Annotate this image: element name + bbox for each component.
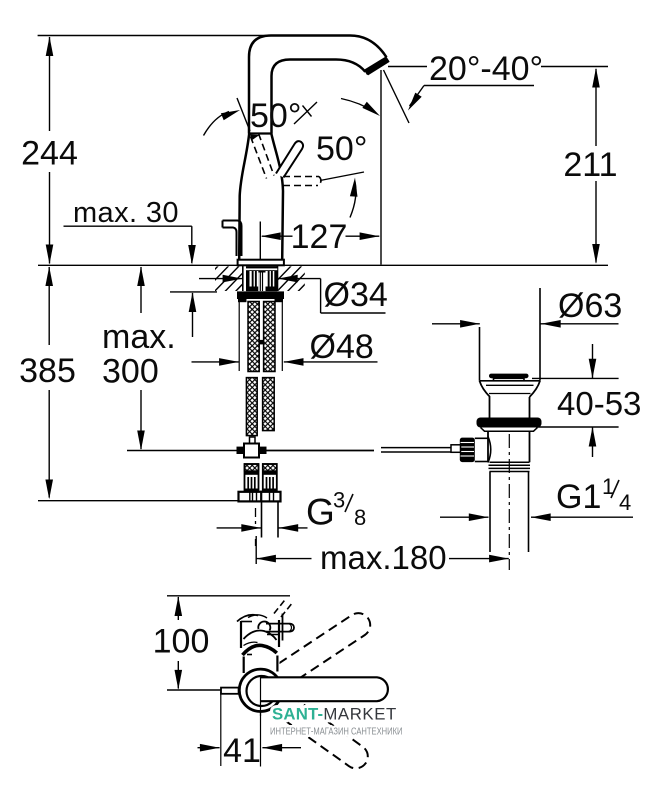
- svg-text:max. 30: max. 30: [73, 197, 179, 229]
- svg-text:4: 4: [619, 490, 631, 515]
- svg-text:8: 8: [354, 505, 366, 530]
- svg-text:50°: 50°: [316, 130, 367, 168]
- svg-text:211: 211: [563, 146, 617, 184]
- svg-text:max.: max.: [102, 318, 176, 356]
- svg-text:ИНТЕРНЕТ-МАГАЗИН САНТЕХНИКИ: ИНТЕРНЕТ-МАГАЗИН САНТЕХНИКИ: [270, 725, 402, 736]
- svg-text:G1: G1: [556, 478, 601, 516]
- svg-text:127: 127: [291, 218, 348, 256]
- svg-text:41: 41: [223, 732, 261, 770]
- svg-text:244: 244: [21, 135, 78, 173]
- svg-text:20°-40°: 20°-40°: [429, 50, 543, 88]
- svg-text:Ø48: Ø48: [310, 328, 374, 366]
- svg-text:300: 300: [102, 353, 159, 391]
- svg-text:50°: 50°: [250, 97, 301, 135]
- svg-text:40-53: 40-53: [557, 385, 641, 422]
- svg-text:100: 100: [153, 623, 210, 661]
- svg-text:1: 1: [602, 474, 614, 499]
- svg-text:Ø34: Ø34: [324, 276, 388, 314]
- svg-text:Ø63: Ø63: [558, 287, 622, 325]
- svg-text:SANT-MARKET: SANT-MARKET: [272, 705, 397, 724]
- svg-text:3: 3: [333, 488, 345, 513]
- svg-text:385: 385: [19, 352, 76, 390]
- svg-text:G: G: [306, 492, 335, 533]
- svg-text:max.180: max.180: [320, 539, 447, 576]
- svg-text:SANT-MARKET: SANT-MARKET: [272, 705, 397, 724]
- svg-text:ИНТЕРНЕТ-МАГАЗИН САНТЕХНИКИ: ИНТЕРНЕТ-МАГАЗИН САНТЕХНИКИ: [270, 725, 402, 736]
